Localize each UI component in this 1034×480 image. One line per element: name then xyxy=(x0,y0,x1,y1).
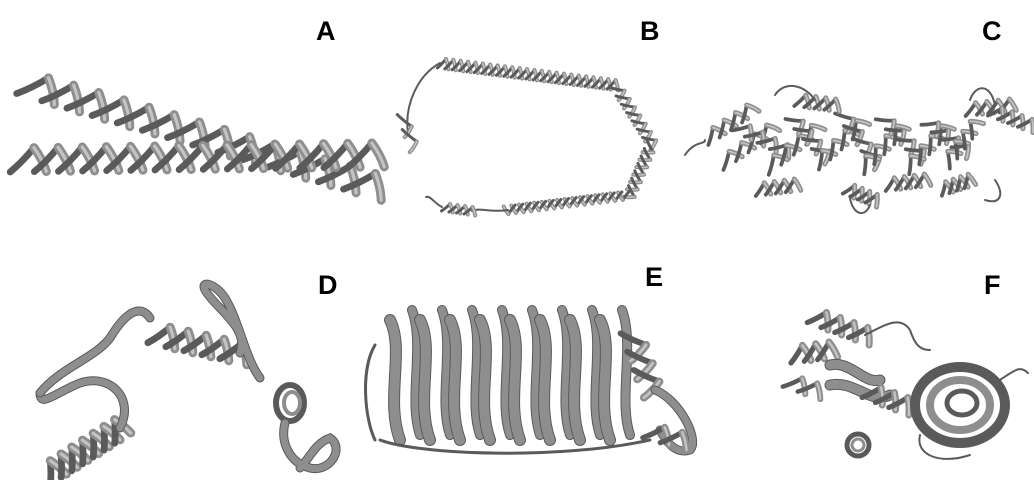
panel-b-image xyxy=(390,45,680,225)
helix-f-coil xyxy=(847,434,869,456)
beta-strand-e-7-front xyxy=(570,320,580,440)
helix-c-16 xyxy=(886,174,931,191)
panel-d-image xyxy=(0,278,360,480)
loop-c-1 xyxy=(685,140,705,155)
helix-f-left-small xyxy=(783,378,821,399)
panel-c-image xyxy=(675,70,1034,230)
beta-strand-e-2-front xyxy=(420,320,430,440)
loop-f-right xyxy=(1000,369,1028,380)
helix-d-coil-inner xyxy=(284,392,300,414)
panel-label-a: A xyxy=(316,18,336,45)
loop-b-start xyxy=(407,63,440,133)
helix-f-coil-inner xyxy=(852,439,864,451)
loop-f-top xyxy=(865,322,930,350)
helix-b-bottom xyxy=(504,191,630,214)
helix-c-19 xyxy=(942,174,976,195)
beta-strand-e-4-front xyxy=(480,320,490,440)
helix-b-bottom-left xyxy=(441,204,475,215)
loop-c-4 xyxy=(985,180,1000,201)
beta-strand-e-5-front xyxy=(510,320,520,440)
beta-barrel-f-mid xyxy=(930,380,990,430)
loop-e-left xyxy=(366,345,375,440)
helix-f-top xyxy=(807,312,869,345)
panel-label-e: E xyxy=(645,264,663,291)
helix-b-top xyxy=(437,59,618,90)
panel-e-image xyxy=(360,290,730,470)
panel-label-c: C xyxy=(982,18,1002,45)
helix-a-upper xyxy=(17,78,382,200)
beta-strand-e-8-back xyxy=(622,310,630,435)
beta-strand-e-3-front xyxy=(450,320,460,440)
helix-b-right-upper xyxy=(611,88,656,150)
beta-strand-e-8-front xyxy=(600,320,610,440)
beta-barrel-f-inner xyxy=(947,391,977,415)
beta-strand-e-6-front xyxy=(540,320,550,440)
helix-d-upper xyxy=(148,327,247,365)
panel-a-image xyxy=(0,60,380,210)
beta-strand-e-1-front xyxy=(390,320,400,440)
helix-c-14 xyxy=(988,108,1033,132)
beta-strand-f-1 xyxy=(830,364,880,380)
helix-c-18 xyxy=(843,185,878,207)
loop-b-mid xyxy=(472,210,508,211)
helix-c-15 xyxy=(794,95,839,111)
panel-label-b: B xyxy=(640,18,660,45)
panel-f-image xyxy=(770,295,1034,475)
helix-c-17 xyxy=(756,179,801,196)
loop-b-end xyxy=(426,197,442,207)
helix-a-lower xyxy=(10,143,384,172)
